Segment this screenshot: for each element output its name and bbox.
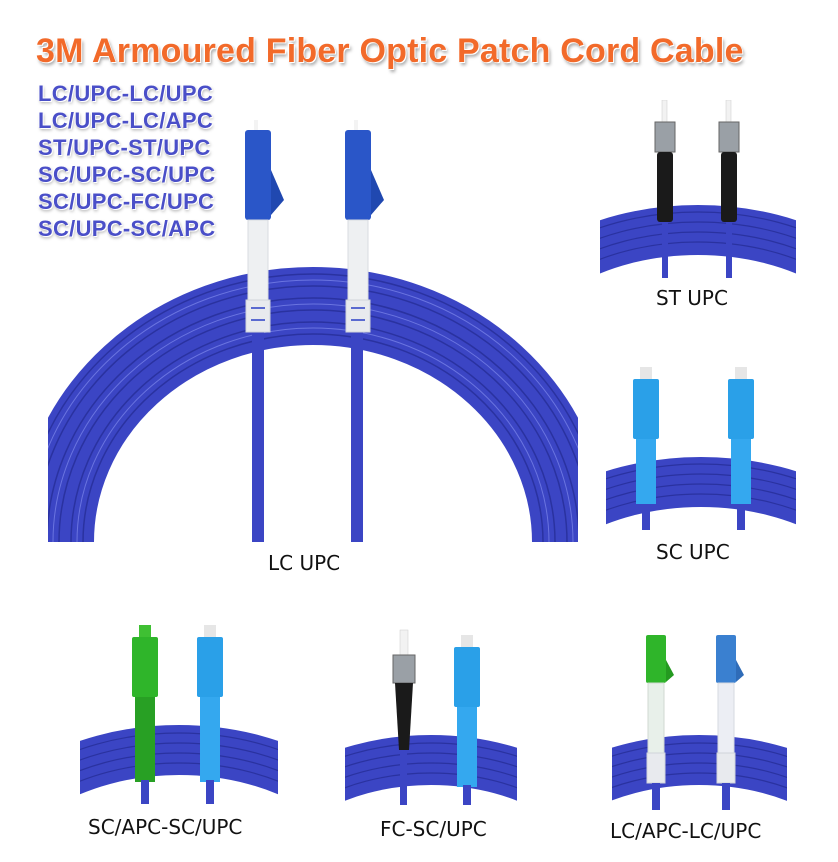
cable-coil <box>345 735 517 801</box>
connector-type-item: SC/UPC-FC/UPC <box>38 189 215 214</box>
lc-connector-left <box>245 120 284 333</box>
cable-coil <box>80 725 278 795</box>
caption-sc-upc: SC UPC <box>656 540 730 564</box>
connector-type-item: LC/UPC-LC/UPC <box>38 81 214 106</box>
cable-coil <box>600 205 796 274</box>
connector-type-item: ST/UPC-ST/UPC <box>38 135 211 160</box>
connector-type-list: LC/UPC-LC/UPC LC/UPC-LC/APC ST/UPC-ST/UP… <box>38 80 215 242</box>
caption-lc-apc-lc-upc: LC/APC-LC/UPC <box>610 819 762 843</box>
caption-fc-sc-upc: FC-SC/UPC <box>380 817 487 841</box>
lc-apc-connector-left <box>646 635 674 810</box>
sc-apc-sc-upc-cable-illustration <box>80 625 278 804</box>
panel-lc-apc-lc-upc <box>612 630 787 810</box>
fc-connector-left <box>392 629 416 805</box>
sc-upc-connector-right <box>454 635 480 805</box>
lc-apc-lc-upc-cable-illustration <box>612 635 787 810</box>
connector-type-item: SC/UPC-SC/APC <box>38 216 216 241</box>
cable-strand-right <box>351 330 363 542</box>
st-upc-cable-illustration <box>600 100 796 278</box>
panel-lc-upc <box>48 120 578 545</box>
sc-connector-right <box>728 367 754 504</box>
sc-apc-connector-left <box>132 625 158 782</box>
st-connector-right <box>718 100 740 222</box>
caption-sc-apc-sc-upc: SC/APC-SC/UPC <box>88 815 243 839</box>
sc-connector-left <box>633 367 659 504</box>
cable-coil <box>612 735 787 801</box>
sc-upc-connector-right <box>197 625 223 782</box>
caption-lc-upc: LC UPC <box>268 551 341 575</box>
lc-upc-connector-right <box>716 635 744 810</box>
cable-coil <box>48 267 578 542</box>
panel-sc-upc <box>606 362 796 532</box>
sc-upc-cable-illustration <box>606 367 796 530</box>
panel-st-upc <box>600 100 796 280</box>
cable-strand-left <box>252 330 264 542</box>
st-connector-left <box>654 100 676 222</box>
panel-fc-sc-upc <box>345 625 517 805</box>
product-title: 3M Armoured Fiber Optic Patch Cord Cable <box>36 32 744 70</box>
connector-type-item: LC/UPC-LC/APC <box>38 108 214 133</box>
lc-connector-right <box>345 120 384 333</box>
caption-st-upc: ST UPC <box>656 286 728 310</box>
panel-sc-apc-sc-upc <box>80 620 278 805</box>
fc-sc-upc-cable-illustration <box>345 629 517 805</box>
cable-coil <box>606 457 796 525</box>
connector-type-item: SC/UPC-SC/UPC <box>38 162 216 187</box>
lc-upc-cable-illustration <box>48 120 578 542</box>
